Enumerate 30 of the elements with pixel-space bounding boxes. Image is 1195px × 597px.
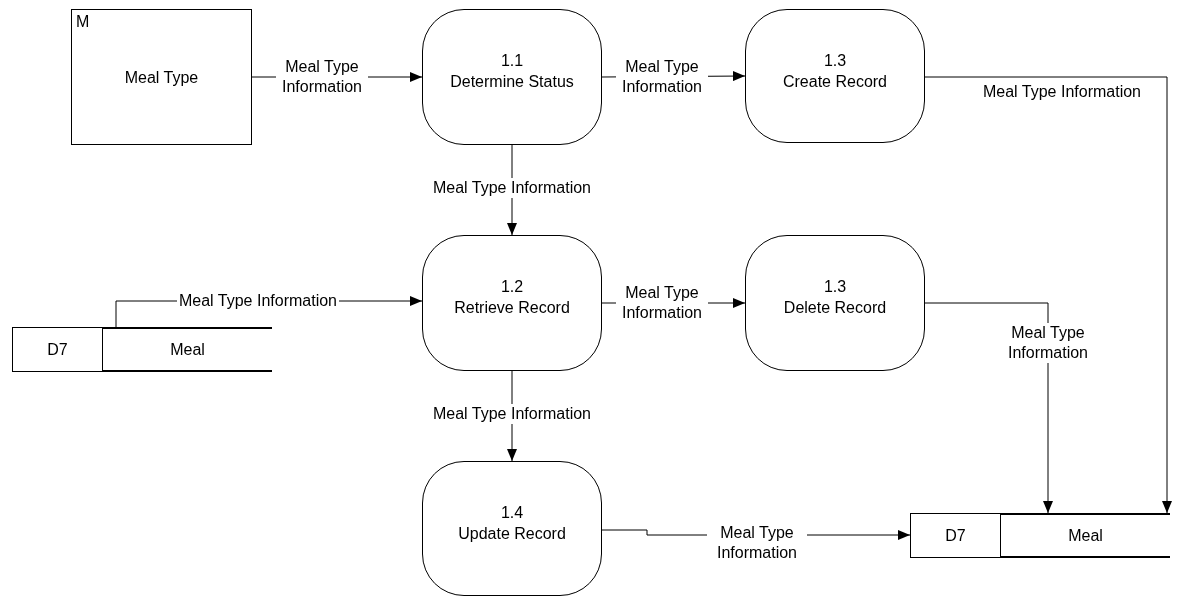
flow-arrow: [924, 76, 1172, 514]
edge-label: Meal Type Information: [177, 291, 339, 311]
process-number: 1.2: [500, 277, 524, 297]
process-number: 1.4: [500, 503, 524, 523]
process-name: Create Record: [782, 72, 887, 92]
entity-id: M: [76, 12, 90, 32]
process-name: Delete Record: [783, 298, 887, 318]
process-box: [422, 9, 602, 145]
process-box: [422, 461, 602, 596]
flow-arrow: [924, 302, 1053, 514]
edge-label: Meal Type Information: [431, 178, 593, 198]
process-name: Determine Status: [450, 72, 574, 92]
process-number: 1.3: [823, 277, 847, 297]
process-box: [422, 235, 602, 371]
process-number: 1.3: [823, 51, 847, 71]
store-id-cell: D7: [910, 513, 1001, 558]
store-name-cell: Meal: [103, 327, 272, 372]
store-id-cell: D7: [12, 327, 103, 372]
data-store: [910, 513, 1170, 558]
process-box: [745, 9, 925, 143]
edge-label: Meal Type Information: [981, 82, 1143, 102]
process-name: Retrieve Record: [454, 298, 570, 318]
process-box: [745, 235, 925, 371]
data-store: [12, 327, 272, 372]
store-name-cell: Meal: [1001, 513, 1170, 558]
external-entity-box: [71, 9, 252, 145]
edge-label: Meal Type Information: [431, 404, 593, 424]
entity-name: Meal Type: [123, 68, 200, 88]
process-name: Update Record: [458, 524, 566, 544]
process-number: 1.1: [500, 51, 524, 71]
